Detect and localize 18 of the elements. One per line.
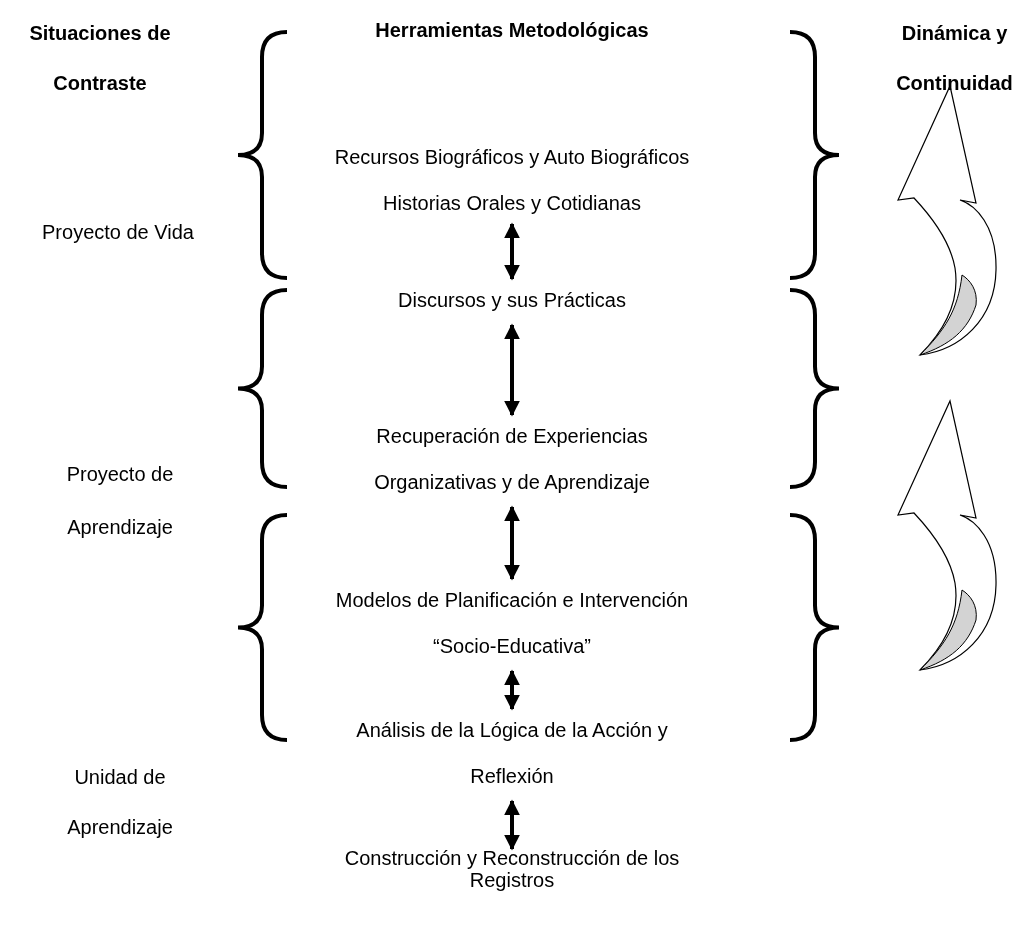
column-heading: Herramientas Metodológicas bbox=[374, 18, 650, 43]
side-label: Unidad de Aprendizaje bbox=[66, 765, 174, 840]
tool-text: Historias Orales y Cotidianas bbox=[382, 191, 642, 216]
double-arrow bbox=[504, 799, 520, 851]
column-heading: Dinámica y Continuidad bbox=[895, 21, 1014, 96]
column-heading: Situaciones de Contraste bbox=[28, 21, 172, 96]
tool-text: Discursos y sus Prácticas bbox=[397, 288, 627, 313]
tool-text: Análisis de la Lógica de la Acción y Reflexión bbox=[355, 718, 669, 789]
double-arrow bbox=[504, 669, 520, 711]
side-label: Proyecto de Aprendizaje bbox=[65, 462, 175, 540]
tool-text: Modelos de Planificación e Intervención “Socio-Educativa” bbox=[334, 588, 690, 659]
double-arrow bbox=[504, 222, 520, 281]
tool-text: Recuperación de Experiencias Organizativas y de Aprendizaje bbox=[373, 424, 651, 495]
double-arrow bbox=[504, 323, 520, 417]
tool-text: Recursos Biográficos y Auto Biográficos bbox=[333, 145, 691, 170]
tool-text: Construcción y Reconstrucción de los Registros bbox=[343, 847, 681, 891]
side-label: Proyecto de Vida bbox=[41, 220, 195, 245]
double-arrow bbox=[504, 505, 520, 581]
